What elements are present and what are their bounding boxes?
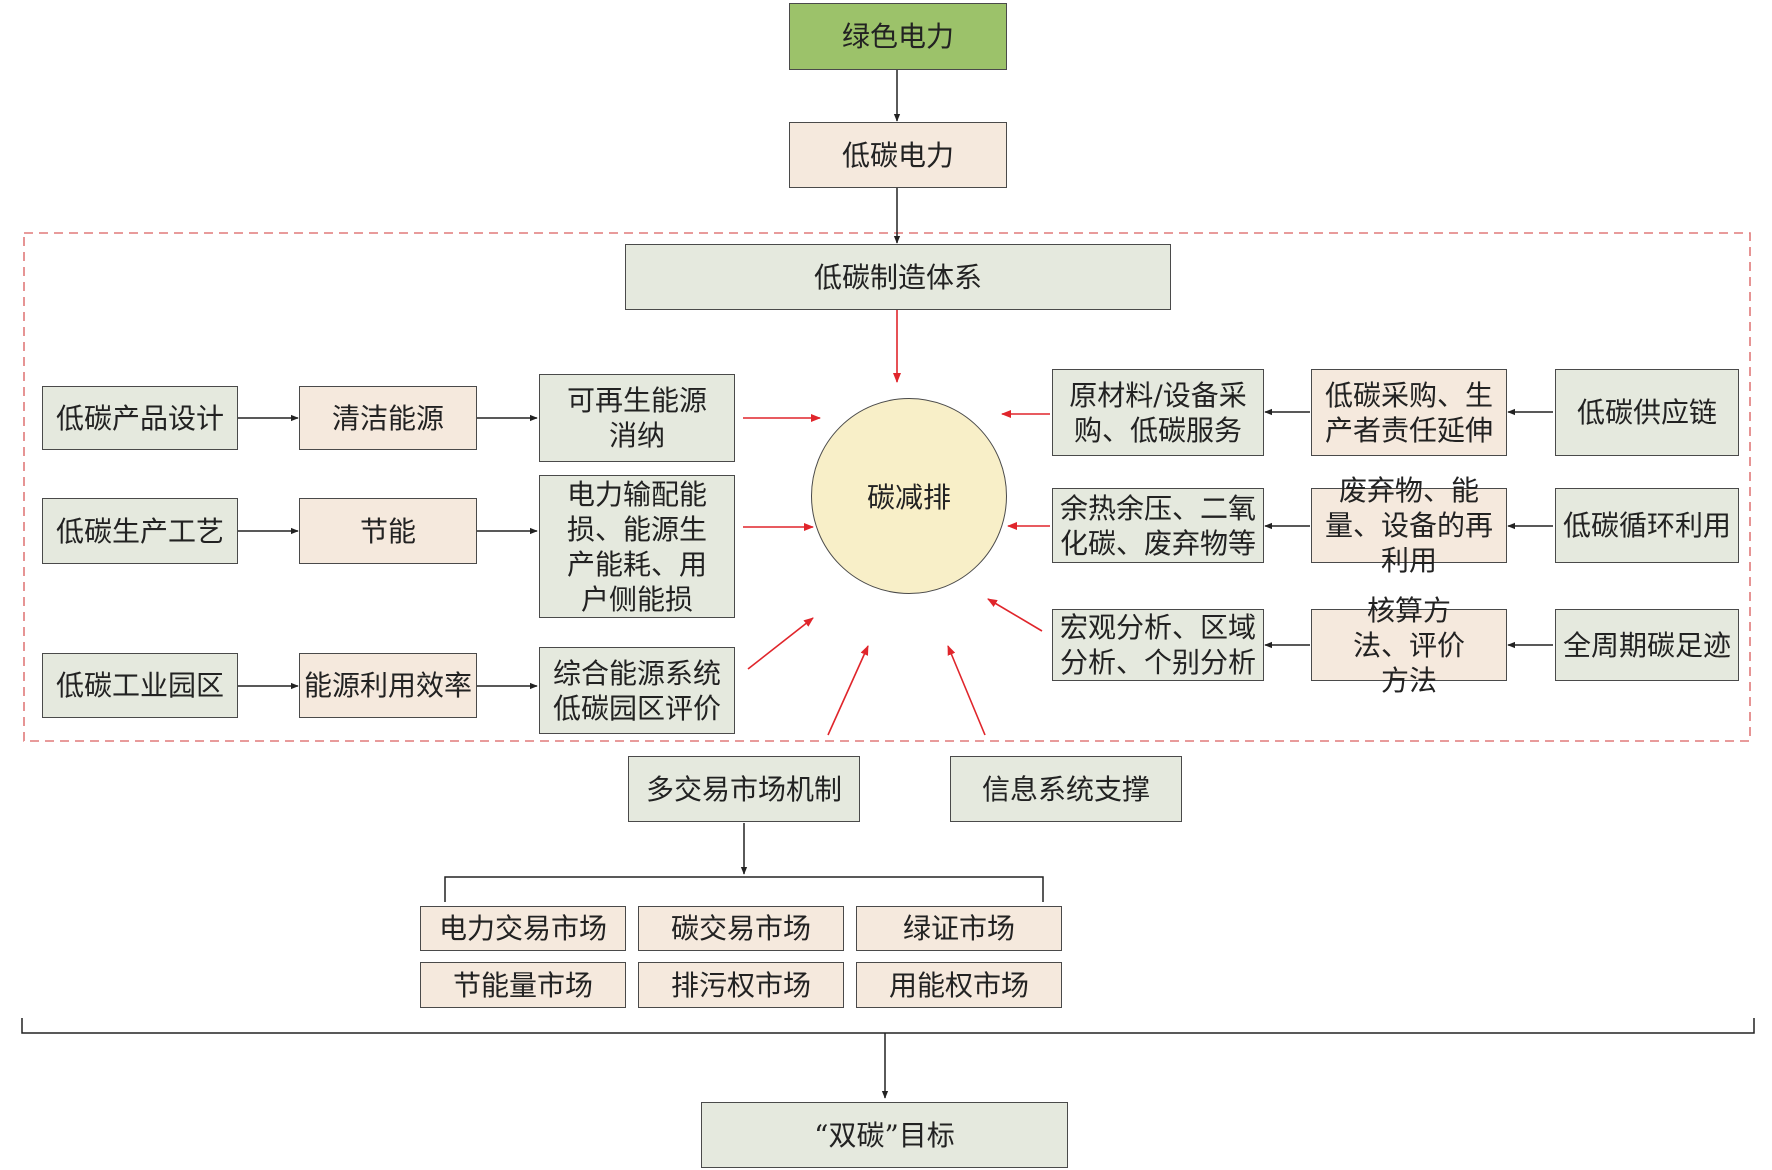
markets-bracket bbox=[444, 876, 1044, 902]
low-carbon-manufacturing-system-box: 低碳制造体系 bbox=[625, 244, 1171, 310]
left-row1-source: 低碳产品设计 bbox=[42, 386, 238, 450]
carbon-reduction-circle: 碳减排 bbox=[811, 398, 1007, 594]
red-arrow-from-right-row3 bbox=[987, 598, 1043, 632]
left-row2-source: 低碳生产工艺 bbox=[42, 498, 238, 564]
market-emission-rights: 排污权市场 bbox=[638, 962, 844, 1008]
market-green-certificate: 绿证市场 bbox=[856, 906, 1062, 951]
red-arrow-from-left-row3 bbox=[747, 617, 814, 670]
right-row2-target: 余热余压、二氧化碳、废弃物等 bbox=[1052, 488, 1264, 563]
market-energy-use-rights: 用能权市场 bbox=[856, 962, 1062, 1008]
right-row3-middle: 核算方法、评价方法 bbox=[1311, 594, 1507, 697]
green-power-box: 绿色电力 bbox=[789, 3, 1007, 70]
low-carbon-system-frame bbox=[23, 232, 1751, 742]
right-row1-middle: 低碳采购、生产者责任延伸 bbox=[1311, 369, 1507, 456]
bottom-bracket bbox=[21, 1018, 1755, 1034]
left-row3-target: 综合能源系统低碳园区评价 bbox=[539, 647, 735, 734]
low-carbon-power-box: 低碳电力 bbox=[789, 122, 1007, 188]
red-arrow-from-info bbox=[947, 645, 986, 736]
market-power-trading: 电力交易市场 bbox=[420, 906, 626, 951]
right-row1-target: 原材料/设备采购、低碳服务 bbox=[1052, 369, 1264, 456]
red-arrow-from-market bbox=[827, 645, 869, 736]
right-row3-target: 宏观分析、区域分析、个别分析 bbox=[1052, 609, 1264, 681]
left-row2-target: 电力输配能损、能源生产能耗、用户侧能损 bbox=[539, 475, 735, 618]
left-row1-target: 可再生能源消纳 bbox=[539, 374, 735, 462]
dual-carbon-goal-box: “双碳”目标 bbox=[701, 1102, 1068, 1168]
right-row2-middle: 废弃物、能量、设备的再利用 bbox=[1311, 474, 1507, 577]
multi-market-mechanism-box: 多交易市场机制 bbox=[628, 756, 860, 822]
right-row2-source: 低碳循环利用 bbox=[1555, 488, 1739, 563]
info-system-support-box: 信息系统支撑 bbox=[950, 756, 1182, 822]
left-row3-source: 低碳工业园区 bbox=[42, 653, 238, 718]
right-row3-source: 全周期碳足迹 bbox=[1555, 609, 1739, 681]
market-carbon-trading: 碳交易市场 bbox=[638, 906, 844, 951]
left-row2-middle: 节能 bbox=[299, 498, 477, 564]
right-row1-source: 低碳供应链 bbox=[1555, 369, 1739, 456]
left-row3-middle: 能源利用效率 bbox=[299, 653, 477, 718]
market-energy-saving: 节能量市场 bbox=[420, 962, 626, 1008]
left-row1-middle: 清洁能源 bbox=[299, 386, 477, 450]
